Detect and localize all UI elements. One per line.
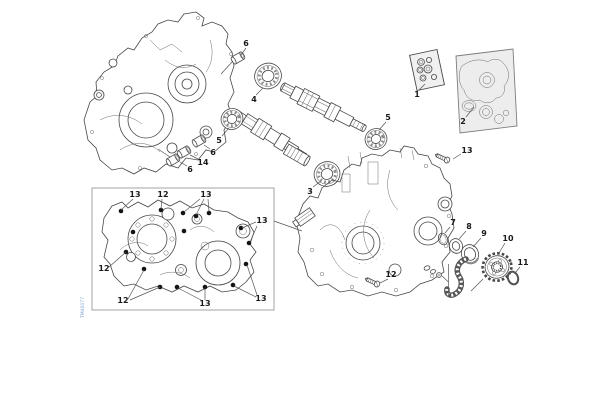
callout-label: 5 <box>385 113 391 122</box>
bushing-14 <box>176 145 192 159</box>
callout-leader-line <box>179 161 188 167</box>
callout-leader-line <box>379 278 389 284</box>
callout-label: 12 <box>117 296 128 305</box>
callout-label: 6 <box>210 148 216 157</box>
callout-leader-line <box>177 287 202 301</box>
callout-label: 6 <box>243 39 249 48</box>
bearing-4 <box>254 62 282 90</box>
callout-leader-line <box>120 198 134 211</box>
callout-leader-line <box>452 153 462 160</box>
callout-leader-line <box>249 225 258 243</box>
callout-leader-line <box>312 180 322 188</box>
bolt-detail-box <box>91 187 303 311</box>
watermark-text: TM40077 <box>80 297 86 319</box>
callout-leader-line <box>108 251 127 268</box>
sprocket-10 <box>481 252 513 282</box>
callout-label: 13 <box>461 146 472 155</box>
callout-label: 12 <box>157 190 168 199</box>
callout-label: 12 <box>385 270 396 279</box>
callout-leader-line <box>160 198 163 210</box>
fastener-trio <box>423 264 449 296</box>
callout-leader-line <box>183 198 201 213</box>
callout-leader-line <box>241 221 257 229</box>
callout-leader-line <box>498 242 506 254</box>
callout-leader-line <box>127 269 145 300</box>
callout-label: 9 <box>481 229 487 238</box>
callout-leader-line <box>418 83 426 91</box>
bushing-6-mid <box>191 134 207 148</box>
callout-leader-line <box>129 286 161 301</box>
callout-label: 2 <box>460 117 466 126</box>
callout-leader-line <box>207 198 210 213</box>
callout-label: 13 <box>200 190 211 199</box>
callout-leader-line <box>195 198 205 216</box>
callout-label: 13 <box>199 299 210 308</box>
callout-label: 10 <box>502 234 514 243</box>
bushing-6-low <box>165 153 181 167</box>
callout-label: 13 <box>129 190 140 199</box>
bolt-13 <box>434 153 451 164</box>
callout-label: 7 <box>450 218 456 227</box>
callout-leader-line <box>240 47 247 56</box>
callout-label: 13 <box>255 294 266 303</box>
bearing-5-left <box>220 108 244 130</box>
left-crankcase-drawing <box>83 11 235 175</box>
callout-leader-line <box>514 266 521 274</box>
callout-label: 6 <box>187 165 193 174</box>
o-ring-11 <box>506 270 520 286</box>
callout-label: 1 <box>414 90 420 99</box>
seal-kit-card <box>409 48 445 92</box>
callout-leader-line <box>221 127 230 137</box>
callout-label: 11 <box>517 258 529 267</box>
callout-leader-line <box>203 144 211 150</box>
callout-label: 14 <box>197 158 209 167</box>
callout-leader-line <box>458 230 467 240</box>
main-shaft-drawing <box>280 82 367 132</box>
callout-leader-line <box>255 87 264 96</box>
callout-label: 5 <box>216 136 222 145</box>
o-ring-7 <box>437 232 449 246</box>
callout-label: 3 <box>307 187 313 196</box>
chain-drawing <box>444 256 484 298</box>
gasket-set-sheet <box>455 48 518 134</box>
callout-leader-line <box>444 226 451 234</box>
bearing-5-right <box>364 128 388 150</box>
callout-leader-line <box>246 264 258 296</box>
callout-label: 12 <box>98 264 109 273</box>
right-crankcase-drawing <box>282 143 455 297</box>
callout-leader-line <box>472 237 482 248</box>
callout-label: 8 <box>466 222 472 231</box>
callout-leader-line <box>233 285 257 298</box>
callout-label: 4 <box>251 95 257 104</box>
callout-leader-line <box>465 106 475 118</box>
bolt-12 <box>364 277 381 288</box>
callout-label: 13 <box>256 216 267 225</box>
callout-leader-line <box>189 154 199 160</box>
callout-leader-line <box>378 121 387 131</box>
